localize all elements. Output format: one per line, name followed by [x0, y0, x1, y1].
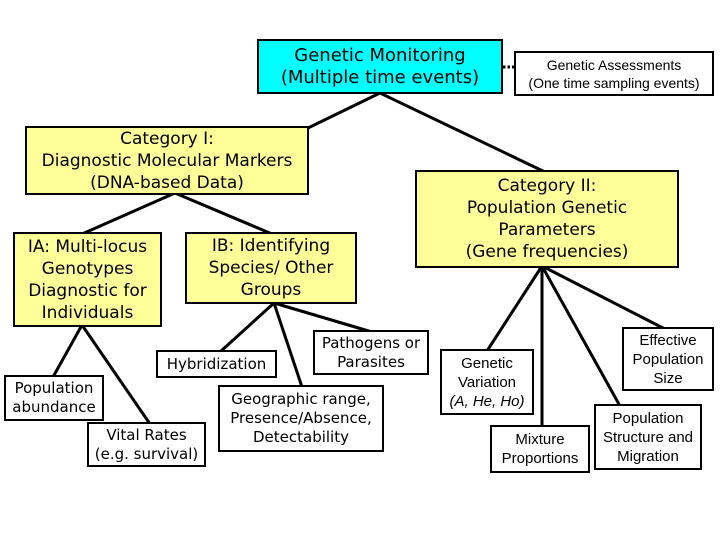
- connector-cat2-to-structure: [540, 265, 622, 407]
- genetic-variation-box: Genetic Variation (A, He, Ho): [440, 349, 534, 415]
- genetic-monitoring-box: Genetic Monitoring (Multiple time events…: [257, 39, 503, 94]
- connector-ib-to-hybridization: [218, 301, 276, 354]
- genetic-assessments-box: Genetic Assessments (One time sampling e…: [514, 51, 714, 96]
- category-2-box: Category II: Population Genetic Paramete…: [415, 170, 679, 268]
- population-abundance-label: Population abundance: [12, 379, 96, 416]
- connector-ia-to-abundance: [51, 324, 84, 378]
- connector-root-to-cat2: [379, 91, 546, 174]
- genetic-variation-params: (A, He, Ho): [449, 392, 525, 410]
- population-structure-box: Population Structure and Migration: [594, 404, 702, 470]
- connector-ib-to-geographic: [272, 302, 304, 388]
- connector-cat2-to-genvar: [485, 265, 544, 352]
- connector-ia-to-vital: [80, 324, 152, 425]
- population-structure-label: Population Structure and Migration: [602, 409, 694, 465]
- geographic-range-label: Geographic range, Presence/Absence, Dete…: [230, 390, 372, 446]
- ia-box: IA: Multi-locus Genotypes Diagnostic for…: [13, 232, 162, 327]
- ia-label: IA: Multi-locus Genotypes Diagnostic for…: [27, 236, 148, 323]
- connector-cat1-to-ib: [174, 191, 273, 236]
- connector-root-to-cat1: [307, 91, 381, 130]
- connector-ib-to-pathogens: [273, 301, 373, 334]
- hybridization-label: Hybridization: [166, 354, 267, 373]
- ib-box: IB: Identifying Species/ Other Groups: [185, 232, 357, 304]
- pathogens-label: Pathogens or Parasites: [321, 333, 421, 371]
- ib-label: IB: Identifying Species/ Other Groups: [208, 236, 334, 300]
- genetic-monitoring-label: Genetic Monitoring (Multiple time events…: [280, 44, 480, 88]
- effective-population-size-label: Effective Population Size: [632, 331, 704, 387]
- genetic-variation-title: Genetic Variation: [457, 354, 517, 391]
- pathogens-box: Pathogens or Parasites: [313, 330, 429, 375]
- mixture-proportions-box: Mixture Proportions: [490, 425, 590, 473]
- effective-population-size-box: Effective Population Size: [622, 327, 714, 391]
- category-1-box: Category I: Diagnostic Molecular Markers…: [25, 126, 309, 195]
- vital-rates-box: Vital Rates (e.g. survival): [87, 422, 206, 467]
- population-abundance-box: Population abundance: [4, 375, 104, 421]
- mixture-proportions-label: Mixture Proportions: [501, 431, 579, 467]
- genetic-variation-label: Genetic Variation (A, He, Ho): [449, 335, 524, 430]
- category-2-label: Category II: Population Genetic Paramete…: [465, 176, 629, 262]
- connector-cat2-to-effective: [541, 264, 666, 331]
- geographic-range-box: Geographic range, Presence/Absence, Dete…: [218, 385, 384, 452]
- genetic-assessments-label: Genetic Assessments (One time sampling e…: [528, 56, 700, 91]
- category-1-label: Category I: Diagnostic Molecular Markers…: [41, 128, 293, 193]
- hybridization-box: Hybridization: [156, 350, 277, 378]
- vital-rates-label: Vital Rates (e.g. survival): [94, 425, 199, 463]
- connector-cat1-to-ia: [81, 191, 176, 236]
